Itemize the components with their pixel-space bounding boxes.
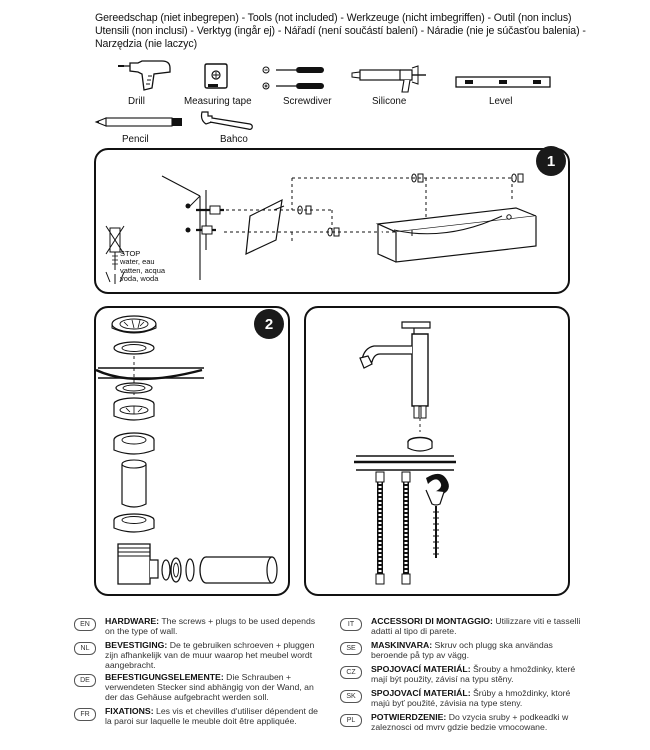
note-en: HARDWARE: The screws + plugs to be used … xyxy=(105,616,325,636)
lang-badge-cz: CZ xyxy=(340,666,362,679)
note-de-text: Die Schrauben + verwendeten Stecker sind… xyxy=(105,672,314,702)
lang-badge-de: DE xyxy=(74,674,96,687)
wall-mount-illustration xyxy=(105,173,537,284)
step-2-badge: 2 xyxy=(254,309,284,339)
pencil-icon xyxy=(94,117,182,127)
note-nl-label: BEVESTIGING: xyxy=(105,640,168,650)
lang-badge-se: SE xyxy=(340,642,362,655)
note-it-label: ACCESSORI DI MONTAGGIO: xyxy=(371,616,493,626)
drill-icon xyxy=(118,60,171,91)
tool-label-measuring-tape: Measuring tape xyxy=(184,96,252,107)
note-pl-label: POTWIERDZENIE: xyxy=(371,712,447,722)
note-fr-label: FIXATIONS: xyxy=(105,706,154,716)
faucet-assembly-illustration xyxy=(354,321,456,585)
lang-badge-sk: SK xyxy=(340,690,362,703)
note-de-label: BEFESTIGUNGSELEMENTE: xyxy=(105,672,224,682)
tools-header: Gereedschap (niet inbegrepen) - Tools (n… xyxy=(95,12,595,51)
lang-badge-fr: FR xyxy=(74,708,96,721)
lang-badge-nl: NL xyxy=(74,642,96,655)
note-en-text: The screws + plugs to be used depends on… xyxy=(105,616,316,636)
tool-label-level: Level xyxy=(489,96,513,107)
note-sk-text: Šrúby a hmoždinky, ktoré majú byť použit… xyxy=(371,688,571,708)
note-se-label: MASKINVARA: xyxy=(371,640,433,650)
note-en-label: HARDWARE: xyxy=(105,616,160,626)
bahco-wrench-icon xyxy=(200,111,253,130)
stop-title: STOP xyxy=(120,249,141,258)
stop-line-3: voda, woda xyxy=(120,273,159,283)
level-icon xyxy=(455,76,551,88)
note-sk: SPOJOVACÍ MATERIÁL: Šrúby a hmoždinky, k… xyxy=(371,688,591,708)
header-line-1: Gereedschap (niet inbegrepen) - Tools (n… xyxy=(95,12,572,24)
header-line-2: Utensili (non inclusi) - Verktyg (ingår … xyxy=(95,25,586,37)
screwdriver-icon xyxy=(262,66,324,90)
note-fr: FIXATIONS: Les vis et chevilles d'utilis… xyxy=(105,706,325,726)
note-nl-text: De te gebruiken schroeven + pluggen zijn… xyxy=(105,640,315,670)
tool-label-drill: Drill xyxy=(128,96,145,107)
lang-badge-it: IT xyxy=(340,618,362,631)
note-cz-text: Šrouby a hmoždinky, které mají být použi… xyxy=(371,664,576,684)
note-cz: SPOJOVACÍ MATERIÁL: Šrouby a hmoždinky, … xyxy=(371,664,591,684)
stop-line-1: water, eau xyxy=(120,257,155,267)
tool-label-silicone: Silicone xyxy=(372,96,407,107)
note-se-text: Skruv och plugg ska användas beroende på… xyxy=(371,640,553,660)
note-se: MASKINVARA: Skruv och plugg ska användas… xyxy=(371,640,591,660)
note-it: ACCESSORI DI MONTAGGIO: Utilizzare viti … xyxy=(371,616,591,636)
lang-badge-en: EN xyxy=(74,618,96,631)
tool-label-bahco: Bahco xyxy=(220,134,248,145)
note-fr-text: Les vis et chevilles d'utiliser dépenden… xyxy=(105,706,318,726)
silicone-gun-icon xyxy=(351,65,426,93)
tool-label-pencil: Pencil xyxy=(122,134,149,145)
lang-badge-pl: PL xyxy=(340,714,362,727)
drain-assembly-illustration xyxy=(95,315,278,585)
note-pl: POTWIERDZENIE: Do vzycia sruby + podkead… xyxy=(371,712,591,732)
note-sk-label: SPOJOVACÍ MATERIÁL: xyxy=(371,688,471,698)
note-it-text: Utilizzare viti e tasselli adatti al tip… xyxy=(371,616,581,636)
note-de: BEFESTIGUNGSELEMENTE: Die Schrauben + ve… xyxy=(105,672,325,702)
note-pl-text: Do vzycia sruby + podkeadki w zaleznosci… xyxy=(371,712,569,732)
stop-line-2: vatten, acqua xyxy=(120,265,166,275)
measuring-tape-icon xyxy=(204,63,228,89)
stop-warning: STOP water, eau vatten, acqua voda, woda xyxy=(120,249,166,283)
note-nl: BEVESTIGING: De te gebruiken schroeven +… xyxy=(105,640,325,670)
header-line-3: Narzędzia (nie laczyc) xyxy=(95,38,198,50)
note-cz-label: SPOJOVACÍ MATERIÁL: xyxy=(371,664,471,674)
step-1-badge: 1 xyxy=(536,146,566,176)
tool-label-screwdriver: Screwdiver xyxy=(283,96,332,107)
